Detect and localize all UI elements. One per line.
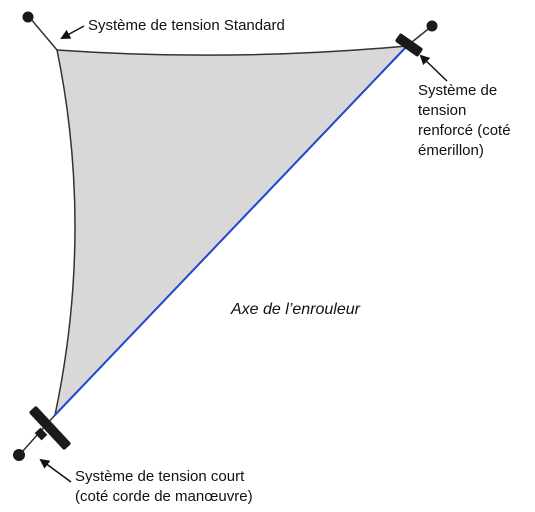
pointer-arrow-icon — [39, 458, 72, 483]
label-short-line: Système de tension court — [75, 468, 245, 485]
label-reinforced-line: tension — [418, 102, 467, 119]
swivel-tensioner-icon — [395, 20, 438, 57]
label-short-tensioner: Système de tension court (coté corde de … — [75, 467, 253, 507]
label-reinforced-line: renforcé (coté — [418, 122, 511, 139]
short-tensioner-icon — [13, 406, 71, 461]
label-standard-tensioner: Système de tension Standard — [88, 17, 285, 34]
pointer-arrow-icon — [419, 54, 448, 82]
label-reinforced-line: Système de — [418, 82, 498, 99]
label-reinforced-line: émerillon) — [418, 142, 484, 159]
label-roller-axis: Axe de l’enrouleur — [231, 301, 360, 318]
tension-cable-icon — [22, 11, 58, 51]
pointer-arrow-icon — [60, 25, 85, 39]
roller-axis-line — [54, 45, 408, 416]
label-short-line: (coté corde de manœuvre) — [75, 488, 253, 505]
label-reinforced-tensioner: Système de tension renforcé (coté émeril… — [418, 81, 511, 161]
